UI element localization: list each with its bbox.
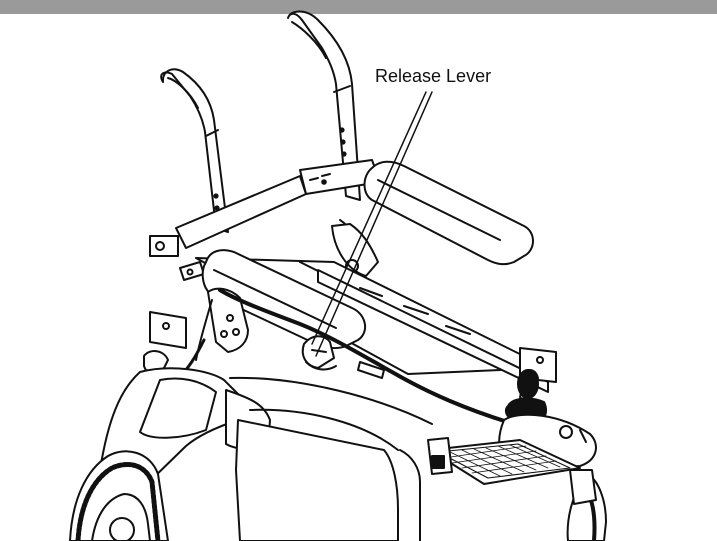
left-armrest (201, 249, 367, 350)
left-wheel (69, 450, 169, 541)
callout-leader-lines (311, 91, 433, 357)
rear-frame (149, 159, 381, 281)
right-wheel (566, 469, 607, 541)
cable-clip (357, 361, 385, 379)
top-gray-band (0, 0, 717, 14)
right-backrest-post (213, 10, 361, 211)
control-cable (218, 288, 516, 426)
release-lever-callout: Release Lever (375, 66, 492, 86)
footplate (427, 437, 581, 485)
